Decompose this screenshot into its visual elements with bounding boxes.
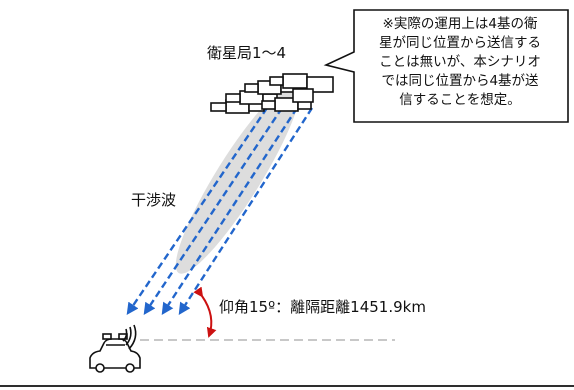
note-callout — [323, 9, 569, 123]
beam-arrow-3 — [161, 107, 299, 316]
beam-arrow-2 — [143, 107, 283, 315]
note-line: 星が同じ位置から送信する — [379, 35, 541, 51]
elevation-arc — [193, 286, 217, 338]
note-line: ことは無いが、本シナリオ — [379, 54, 541, 70]
interference-label: 干渉波 — [131, 191, 176, 209]
elevation-label: 仰角15º：離隔距離1451.9km — [219, 298, 426, 316]
beam-arrow-4 — [178, 107, 314, 316]
satellite-label: 衛星局1～4 — [207, 44, 286, 62]
beam-arrows — [126, 107, 314, 316]
satellite-icon — [210, 73, 334, 114]
car-icon — [89, 333, 141, 373]
note-line: ※実際の運用上は4基の衛 — [382, 16, 538, 32]
signal-waves-icon — [122, 324, 137, 350]
note-line: では同じ位置から4基が送 — [381, 73, 539, 89]
interference-wave-area — [175, 82, 301, 274]
note-line: 信することを想定。 — [399, 92, 521, 108]
beam-arrow-1 — [126, 107, 268, 315]
